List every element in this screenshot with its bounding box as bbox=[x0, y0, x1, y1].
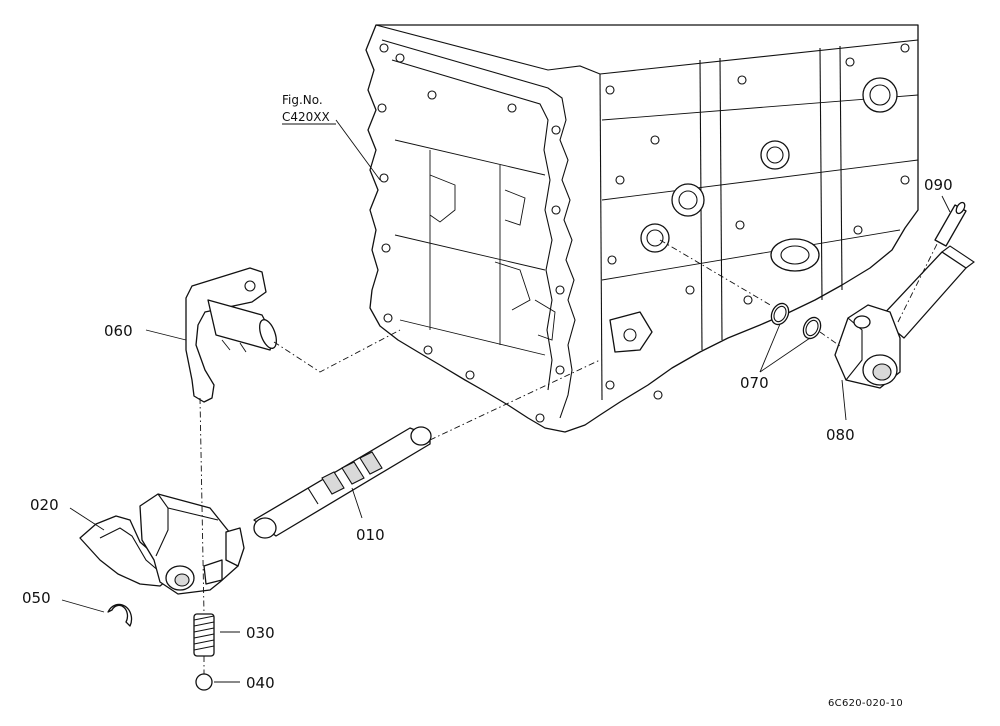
assembly-lines bbox=[199, 239, 939, 674]
fig-number: C420XX bbox=[282, 110, 330, 124]
part-080-lever bbox=[834, 245, 975, 389]
callout-050: 050 bbox=[22, 589, 51, 607]
figure-reference: Fig.No. C420XX bbox=[282, 93, 336, 125]
callout-020: 020 bbox=[30, 496, 59, 514]
callout-080: 080 bbox=[826, 426, 855, 444]
callout-010: 010 bbox=[356, 526, 385, 544]
callout-030: 030 bbox=[246, 624, 275, 642]
part-090-pin bbox=[934, 201, 967, 247]
transmission-case bbox=[365, 24, 919, 433]
part-020-fork bbox=[79, 493, 245, 595]
callout-060: 060 bbox=[104, 322, 133, 340]
callout-090: 090 bbox=[924, 176, 953, 194]
part-060-shift-arm bbox=[185, 267, 277, 403]
callout-070: 070 bbox=[740, 374, 769, 392]
fig-no-label: Fig.No. bbox=[282, 93, 323, 107]
part-010-rod bbox=[253, 426, 432, 539]
part-070-o-rings bbox=[770, 302, 822, 340]
flange-bolt-holes bbox=[377, 43, 910, 423]
part-030-spring bbox=[193, 613, 215, 657]
leader-lines bbox=[61, 119, 951, 683]
callout-040: 040 bbox=[246, 674, 275, 692]
drawing-code: 6C620-020-10 bbox=[828, 698, 903, 709]
part-050-snap-ring bbox=[107, 603, 133, 627]
part-040-ball bbox=[195, 673, 213, 691]
